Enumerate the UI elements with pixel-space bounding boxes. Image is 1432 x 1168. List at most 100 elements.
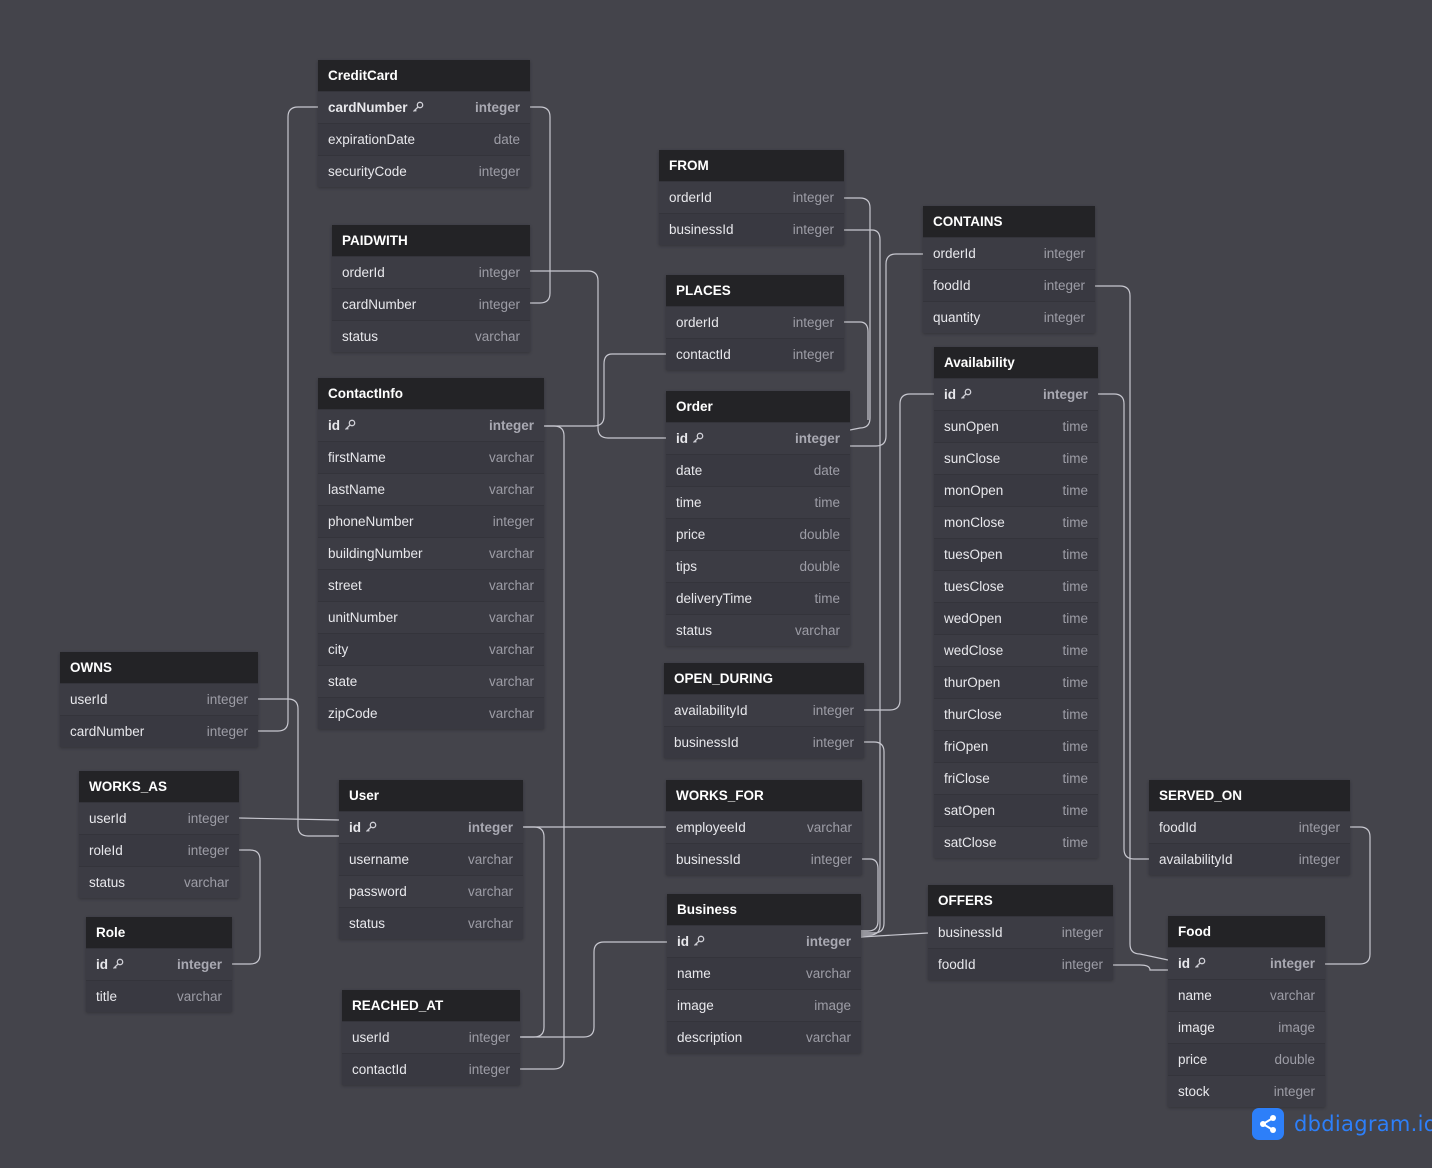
- table-header[interactable]: PLACES: [666, 275, 844, 306]
- table-header[interactable]: WORKS_AS: [79, 771, 239, 802]
- table-header[interactable]: Food: [1168, 916, 1325, 947]
- table-header[interactable]: OFFERS: [928, 885, 1113, 916]
- table-header[interactable]: CONTAINS: [923, 206, 1095, 237]
- table-header[interactable]: Role: [86, 917, 232, 948]
- table-header[interactable]: Order: [666, 391, 850, 422]
- table-header[interactable]: FROM: [659, 150, 844, 181]
- table-header[interactable]: SERVED_ON: [1149, 780, 1350, 811]
- table-header[interactable]: Availability: [934, 347, 1098, 378]
- table-header[interactable]: ContactInfo: [318, 378, 544, 409]
- table-header[interactable]: Business: [667, 894, 861, 925]
- brand-badge[interactable]: dbdiagram.io: [1252, 1108, 1432, 1140]
- table-header[interactable]: WORKS_FOR: [666, 780, 862, 811]
- table-header[interactable]: OPEN_DURING: [664, 663, 864, 694]
